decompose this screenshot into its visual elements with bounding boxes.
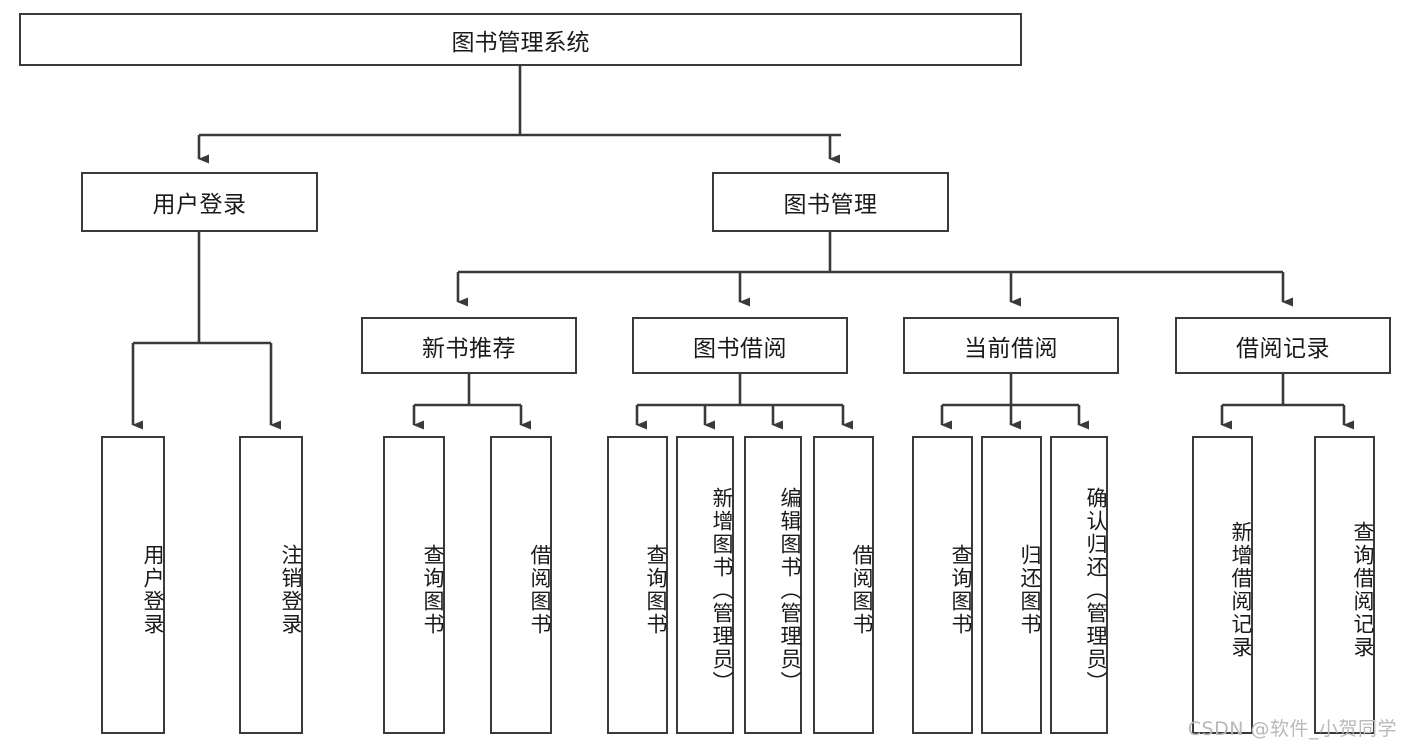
leaf-query-record[interactable]: 查询借阅记录 xyxy=(1314,436,1375,734)
leaf-borrow-book-1[interactable]: 借阅图书 xyxy=(490,436,552,734)
leaf-query-book-1[interactable]: 查询图书 xyxy=(383,436,445,734)
leaf-query-book-2[interactable]: 查询图书 xyxy=(607,436,668,734)
node-user-login[interactable]: 用户登录 xyxy=(81,172,318,232)
node-label: 图书管理系统 xyxy=(451,29,590,56)
node-root-system[interactable]: 图书管理系统 xyxy=(19,13,1022,66)
leaf-return-book[interactable]: 归还图书 xyxy=(981,436,1042,734)
node-label: 借阅图书 xyxy=(528,544,552,636)
node-label: 查询图书 xyxy=(421,544,445,636)
leaf-query-book-3[interactable]: 查询图书 xyxy=(912,436,973,734)
node-label: 用户登录 xyxy=(152,192,247,218)
node-label: 归还图书 xyxy=(1018,544,1042,636)
node-label: 当前借阅 xyxy=(964,335,1058,362)
node-label: 用户登录 xyxy=(141,544,165,636)
node-label: 查询图书 xyxy=(949,544,973,636)
leaf-add-record[interactable]: 新增借阅记录 xyxy=(1192,436,1253,734)
node-label: 图书管理 xyxy=(783,192,878,218)
node-borrow-record[interactable]: 借阅记录 xyxy=(1175,317,1391,374)
node-label: 图书借阅 xyxy=(693,335,787,362)
leaf-logout[interactable]: 注销登录 xyxy=(239,436,303,734)
node-label: 查询借阅记录 xyxy=(1351,521,1375,659)
node-label: 借阅图书 xyxy=(850,544,874,636)
leaf-confirm-return[interactable]: 确认归还（管理员） xyxy=(1050,436,1108,734)
node-label: 新书推荐 xyxy=(422,335,516,362)
node-book-manage[interactable]: 图书管理 xyxy=(712,172,949,232)
leaf-borrow-book-2[interactable]: 借阅图书 xyxy=(813,436,874,734)
node-current-borrow[interactable]: 当前借阅 xyxy=(903,317,1119,374)
node-label: 新增图书（管理员） xyxy=(710,486,734,694)
node-new-book-recommend[interactable]: 新书推荐 xyxy=(361,317,577,374)
node-label: 确认归还（管理员） xyxy=(1084,486,1108,694)
leaf-user-login[interactable]: 用户登录 xyxy=(101,436,165,734)
csdn-watermark: CSDN @软件_小贺同学 xyxy=(1187,718,1397,740)
node-label: 注销登录 xyxy=(279,544,303,636)
node-label: 新增借阅记录 xyxy=(1229,521,1253,659)
node-book-borrow[interactable]: 图书借阅 xyxy=(632,317,848,374)
node-label: 借阅记录 xyxy=(1236,335,1330,362)
node-label: 编辑图书（管理员） xyxy=(778,486,802,694)
leaf-edit-book[interactable]: 编辑图书（管理员） xyxy=(744,436,802,734)
node-label: 查询图书 xyxy=(644,544,668,636)
leaf-add-book[interactable]: 新增图书（管理员） xyxy=(676,436,734,734)
